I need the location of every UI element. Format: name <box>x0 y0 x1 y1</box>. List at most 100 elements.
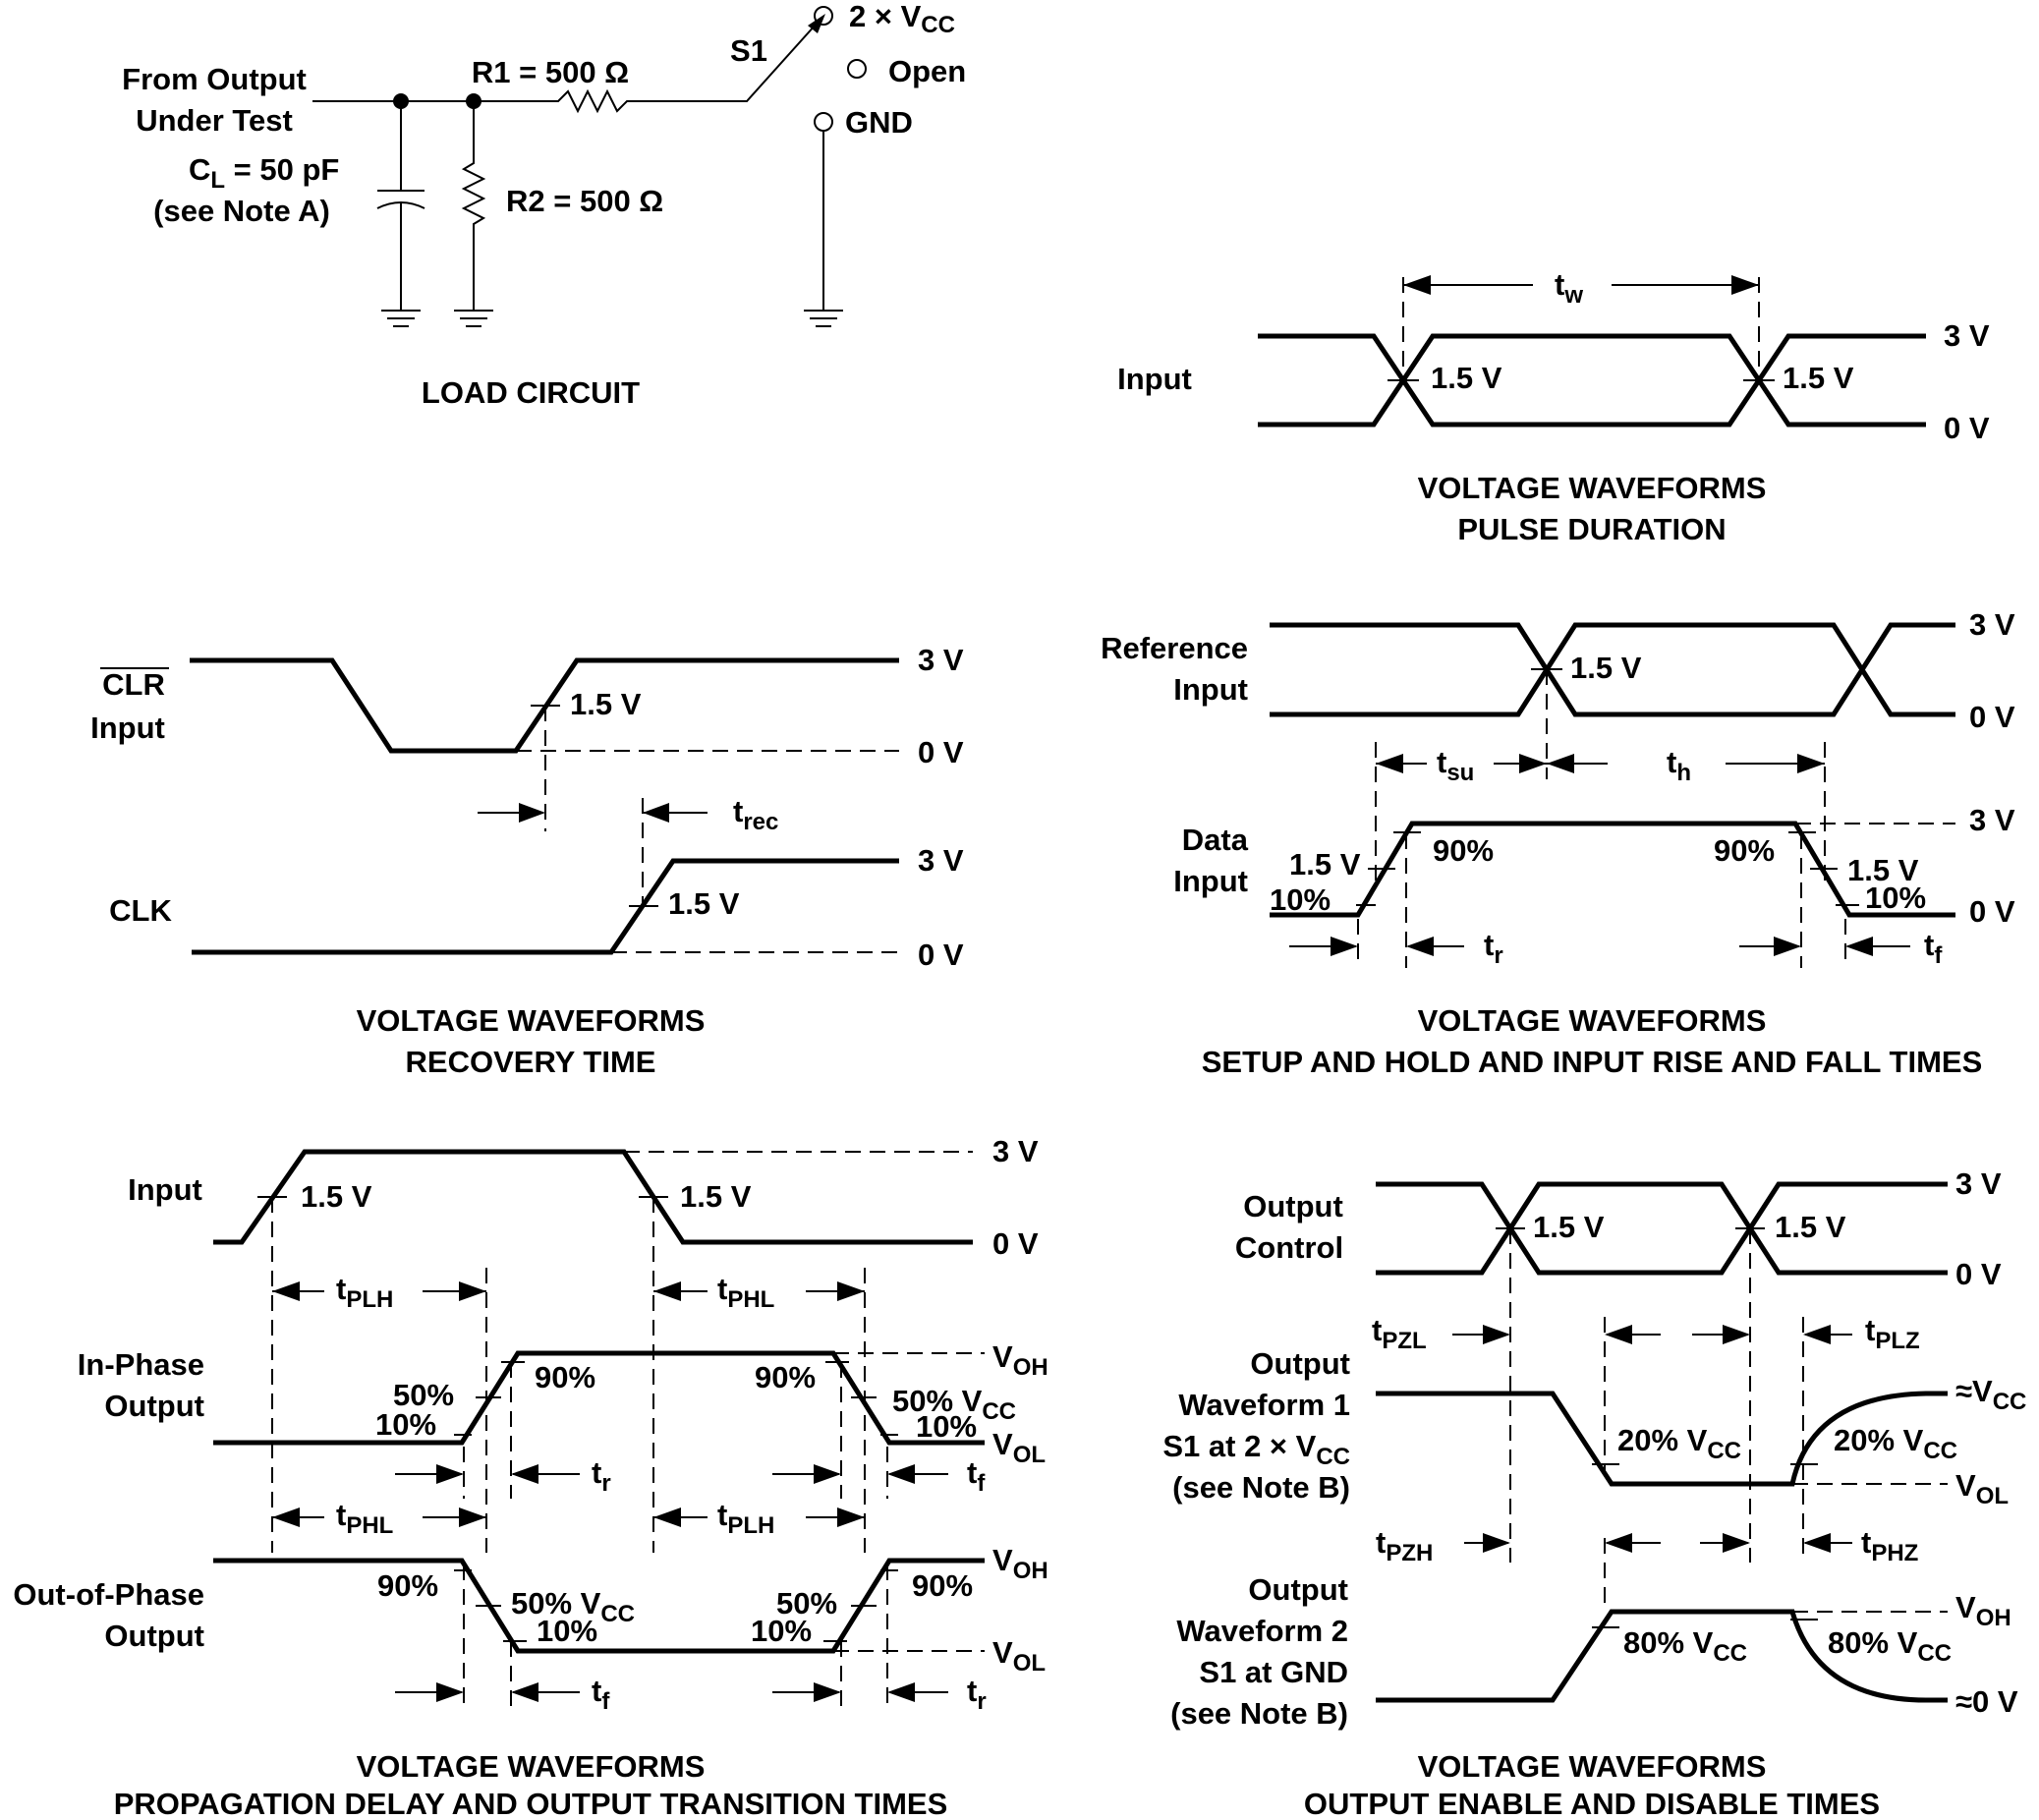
propagation-subtitle: PROPAGATION DELAY AND OUTPUT TRANSITION … <box>114 1787 948 1820</box>
tpzl-label: tPZL <box>1372 1313 1427 1354</box>
approx-0v-label: ≈0 V <box>1955 1684 2018 1719</box>
p50-label: 50% <box>393 1378 454 1412</box>
p90-label: 90% <box>755 1360 816 1394</box>
v0-label: 0 V <box>1944 411 1990 445</box>
p10-label: 10% <box>751 1614 812 1648</box>
arrow-icon <box>436 1682 915 1702</box>
reference-input-label: Input <box>1173 672 1248 707</box>
th-label: th <box>1667 745 1691 786</box>
pulse-duration-waveform: Input tw 1.5 V 1.5 V 3 V 0 V VOLTAGE WAV… <box>1117 267 1990 546</box>
propagation-title: VOLTAGE WAVEFORMS <box>357 1749 706 1784</box>
setup-hold-title: VOLTAGE WAVEFORMS <box>1418 1003 1767 1038</box>
p90-label: 90% <box>912 1568 973 1603</box>
input-trace <box>213 1149 973 1245</box>
clk-trace <box>192 858 899 955</box>
v3-label: 3 V <box>1944 318 1990 353</box>
v15-label: 1.5 V <box>1570 651 1642 685</box>
output-control-label: Output <box>1243 1189 1343 1223</box>
setup-hold-waveform: Reference Input 1.5 V 3 V 0 V tsu th Dat… <box>1101 607 2015 1079</box>
v0-label: 0 V <box>918 735 964 769</box>
p90-label: 90% <box>535 1360 595 1394</box>
tplh-label: tPLH <box>336 1272 393 1313</box>
v3-label: 3 V <box>1969 803 2015 837</box>
p80-vcc-label: 80% VCC <box>1623 1625 1747 1667</box>
propagation-delay-waveform: Input 1.5 V 1.5 V 3 V 0 V tPLH tPHL In-P… <box>13 1134 1048 1820</box>
tw-reference-line <box>1402 277 1760 373</box>
p20-vcc-label: 20% VCC <box>1834 1423 1957 1464</box>
tr-label: tr <box>592 1455 611 1497</box>
p90-label: 90% <box>377 1568 438 1603</box>
switch-contact-gnd <box>814 112 833 132</box>
approx-vcc-label: ≈VCC <box>1955 1374 2026 1415</box>
tphl-label: tPHL <box>336 1498 393 1539</box>
vol-label: VOL <box>992 1635 1046 1677</box>
v0-label: 0 V <box>1969 894 2015 929</box>
p80-vcc-label: 80% VCC <box>1828 1625 1952 1667</box>
p20-vcc-label: 20% VCC <box>1617 1423 1741 1464</box>
v0-label: 0 V <box>1969 700 2015 734</box>
tw-label: tw <box>1555 267 1583 309</box>
voh-label: VOH <box>1955 1590 2011 1631</box>
tf-label: tf <box>592 1674 610 1715</box>
v15-label: 1.5 V <box>1533 1210 1605 1244</box>
v3-label: 3 V <box>918 843 964 878</box>
note-b-label: (see Note B) <box>1170 1696 1348 1731</box>
voh-label: VOH <box>992 1543 1048 1584</box>
cl-label: CL = 50 pF <box>189 152 339 194</box>
p10-label: 10% <box>1270 882 1331 917</box>
p10-label: 10% <box>375 1407 436 1442</box>
threshold-tick <box>1356 831 1859 906</box>
data-reference-line <box>1795 823 1955 916</box>
setup-hold-subtitle: SETUP AND HOLD AND INPUT RISE AND FALL T… <box>1202 1045 1983 1079</box>
tr-label: tr <box>1484 928 1503 969</box>
reference-label: Reference <box>1101 631 1248 665</box>
tplh-label: tPLH <box>717 1498 774 1539</box>
v0-label: 0 V <box>1955 1257 2002 1291</box>
note-b-label: (see Note B) <box>1172 1470 1350 1505</box>
data-input-label: Input <box>1173 864 1248 898</box>
v15-label: 1.5 V <box>1847 853 1919 887</box>
v3-label: 3 V <box>992 1134 1039 1168</box>
clr-trace <box>190 657 899 754</box>
voh-label: VOH <box>992 1339 1048 1381</box>
enable-disable-waveform: Output Control 1.5 V 1.5 V 3 V 0 V tPZL … <box>1162 1166 2026 1820</box>
tphl-label: tPHL <box>717 1272 774 1313</box>
vol-label: VOL <box>1955 1468 2009 1509</box>
tplz-label: tPLZ <box>1865 1313 1920 1354</box>
v15-label: 1.5 V <box>1783 361 1854 395</box>
s1-gnd-label: S1 at GND <box>1199 1655 1348 1689</box>
clk-label: CLK <box>109 893 172 928</box>
arrow-icon <box>1331 937 1873 956</box>
trec-label: trec <box>733 794 778 835</box>
tphz-label: tPHZ <box>1861 1525 1918 1566</box>
data-label: Data <box>1182 823 1249 857</box>
switch-ground-icon <box>804 131 843 327</box>
switch-open-label: Open <box>888 54 966 88</box>
threshold-tick <box>1592 1619 1818 1628</box>
waveform2-label: Waveform 2 <box>1176 1614 1348 1648</box>
tpzh-label: tPZH <box>1376 1525 1433 1566</box>
p50-label: 50% <box>776 1586 837 1621</box>
switch-contact-2vcc <box>814 6 833 26</box>
out-of-phase-output-trace <box>213 1558 985 1654</box>
v0-label: 0 V <box>918 938 964 972</box>
r1-label: R1 = 500 Ω <box>472 55 629 89</box>
v15-label: 1.5 V <box>301 1179 372 1214</box>
clr-label: CLR <box>102 667 165 702</box>
rise-fall-reference-line <box>463 1564 888 1710</box>
v3-label: 3 V <box>1969 607 2015 642</box>
under-test-label: Under Test <box>136 103 293 138</box>
p10-label: 10% <box>1865 881 1926 915</box>
propagation-reference-line <box>271 1197 866 1553</box>
enable-disable-reference-line <box>1509 1228 1804 1612</box>
input-trace-low <box>1258 333 1926 427</box>
in-phase-label: In-Phase <box>78 1347 204 1382</box>
r2-label: R2 = 500 Ω <box>506 184 663 218</box>
v3-label: 3 V <box>918 643 964 677</box>
arrow-icon <box>643 803 669 823</box>
out-of-phase-label: Out-of-Phase <box>13 1577 204 1612</box>
p10-label: 10% <box>537 1614 597 1648</box>
data-trace <box>1270 821 1955 918</box>
output-label: Output <box>1248 1572 1348 1607</box>
